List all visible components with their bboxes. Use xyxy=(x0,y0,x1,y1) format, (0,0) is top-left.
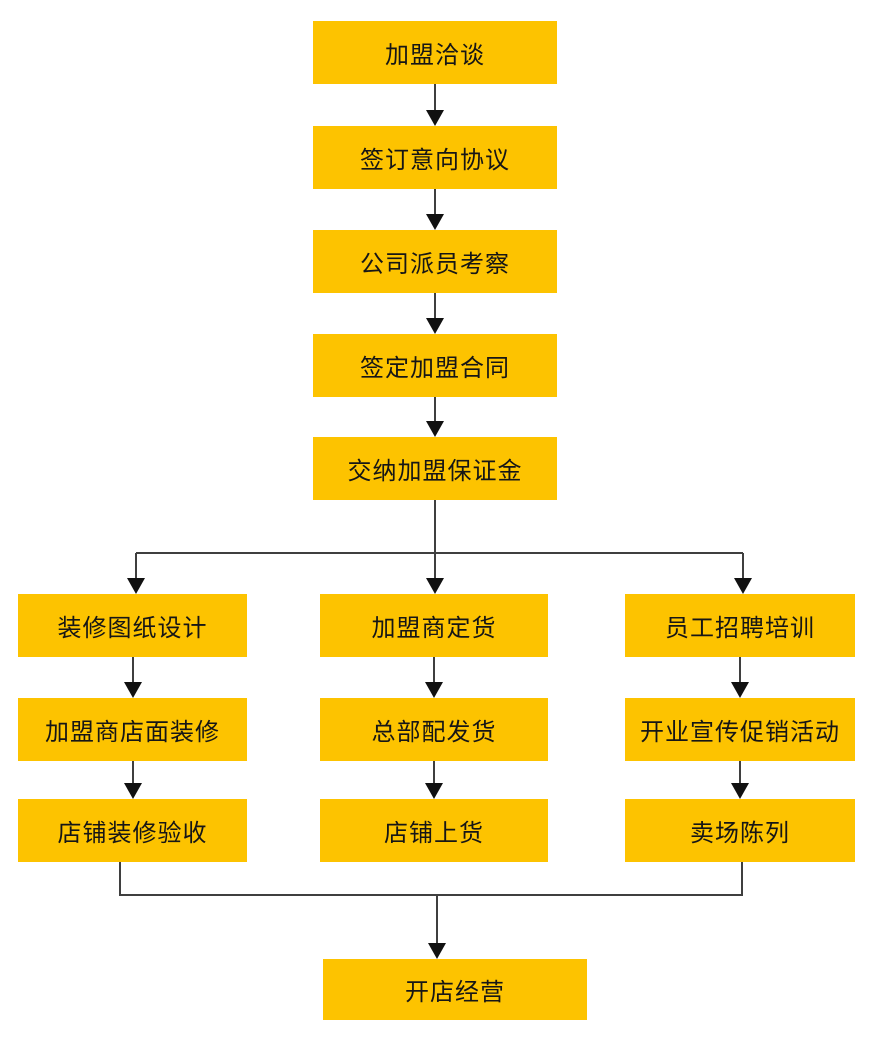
node-store-stocking: 店铺上货 xyxy=(320,799,548,862)
node-franchise-negotiation: 加盟洽谈 xyxy=(313,21,557,84)
node-opening-promotion: 开业宣传促销活动 xyxy=(625,698,855,761)
edge-merge-line xyxy=(119,862,743,896)
node-decoration-design: 装修图纸设计 xyxy=(18,594,247,657)
arrowhead-top-4 xyxy=(426,421,444,437)
node-store-operation: 开店经营 xyxy=(323,959,587,1020)
arrowhead-left-1 xyxy=(124,682,142,698)
arrowhead-top-1 xyxy=(426,110,444,126)
arrowhead-branch-left xyxy=(127,578,145,594)
node-hq-distribution: 总部配发货 xyxy=(320,698,548,761)
arrowhead-final xyxy=(428,943,446,959)
node-decoration-acceptance: 店铺装修验收 xyxy=(18,799,247,862)
arrowhead-top-2 xyxy=(426,214,444,230)
node-pay-franchise-deposit: 交纳加盟保证金 xyxy=(313,437,557,500)
node-sign-franchise-contract: 签定加盟合同 xyxy=(313,334,557,397)
node-store-display: 卖场陈列 xyxy=(625,799,855,862)
node-franchisee-order: 加盟商定货 xyxy=(320,594,548,657)
node-sign-intent-agreement: 签订意向协议 xyxy=(313,126,557,189)
arrowhead-left-2 xyxy=(124,783,142,799)
arrowhead-middle-1 xyxy=(425,682,443,698)
arrowhead-right-2 xyxy=(731,783,749,799)
arrowhead-top-3 xyxy=(426,318,444,334)
arrowhead-right-1 xyxy=(731,682,749,698)
node-staff-recruitment-training: 员工招聘培训 xyxy=(625,594,855,657)
arrowhead-middle-2 xyxy=(425,783,443,799)
node-company-inspection: 公司派员考察 xyxy=(313,230,557,293)
arrowhead-branch-middle xyxy=(426,578,444,594)
arrowhead-branch-right xyxy=(734,578,752,594)
node-store-decoration: 加盟商店面装修 xyxy=(18,698,247,761)
